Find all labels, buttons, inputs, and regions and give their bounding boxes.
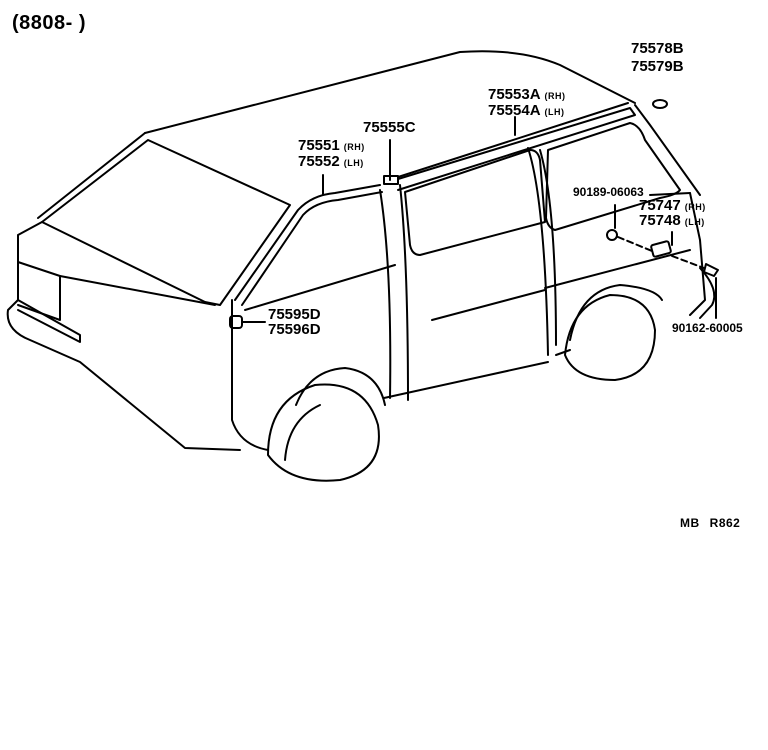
rear-lamp-lower (17, 299, 81, 343)
part-number: 75553A (488, 86, 541, 103)
quarter-molding-inner (241, 191, 383, 306)
part-label-75596d[interactable]: 75596D (268, 321, 321, 338)
reference-prefix: MB (680, 516, 700, 530)
leader-dash-clip (617, 236, 653, 252)
part-number: 75554A (488, 102, 541, 119)
roof-drip-inner (394, 102, 629, 179)
rocker-panel-2 (555, 349, 571, 356)
part-number: 75551 (298, 137, 340, 154)
sliding-door-front (399, 184, 409, 401)
rear-tire (267, 383, 380, 482)
reference-number: R862 (709, 516, 741, 530)
side-lh: (LH) (684, 217, 705, 227)
part-number: 75595D (268, 306, 321, 323)
side-lh: (LH) (544, 107, 565, 117)
part-number: 90189-06063 (573, 185, 644, 199)
garnish-part (650, 240, 672, 258)
screw-part (703, 263, 719, 277)
roof-drip-molding (384, 107, 636, 191)
part-label-75555c[interactable]: 75555C (363, 119, 416, 136)
rear-quarter-panel (231, 299, 269, 451)
part-number: 75596D (268, 321, 321, 338)
roof-outline (144, 50, 636, 134)
part-number: 75552 (298, 153, 340, 170)
part-label-90189-06063[interactable]: 90189-06063 (573, 184, 644, 201)
door-window (404, 149, 546, 256)
reference-code: MB R862 (680, 516, 740, 530)
door-rear-edge-2 (539, 149, 557, 346)
part-label-75553a[interactable]: 75553A(RH) (488, 86, 566, 105)
front-lower (649, 192, 691, 196)
sliding-door-rear (379, 189, 392, 399)
leader-dash-screw (671, 255, 705, 269)
door-rear-edge (527, 147, 549, 356)
roof-side-edge (37, 132, 146, 219)
rear-tire-sidewall (284, 404, 321, 461)
rear-corner (59, 275, 216, 306)
part-label-75551[interactable]: 75551(RH) (298, 137, 365, 156)
side-lh: (LH) (343, 158, 364, 168)
body-line-2 (544, 249, 691, 289)
rocker-panel (383, 361, 549, 399)
part-number: 75747 (639, 197, 681, 214)
part-label-75579b[interactable]: 75579B (631, 58, 684, 75)
roof-emblem-part (652, 99, 668, 109)
part-label-75748[interactable]: 75748(LH) (639, 212, 705, 231)
side-rh: (RH) (684, 202, 706, 212)
part-label-75552[interactable]: 75552(LH) (298, 153, 364, 172)
clip-part (606, 229, 618, 241)
a-pillar (634, 104, 701, 196)
part-number: 90162-60005 (672, 321, 743, 335)
front-tire (564, 294, 656, 381)
part-number: 75748 (639, 212, 681, 229)
side-rh: (RH) (343, 142, 365, 152)
part-label-75595d[interactable]: 75595D (268, 306, 321, 323)
quarter-molding (234, 184, 381, 301)
part-label-75554a[interactable]: 75554A(LH) (488, 102, 565, 121)
part-number: 75578B (631, 40, 684, 57)
body-line (431, 289, 546, 321)
part-number: 75579B (631, 58, 684, 75)
part-label-90162-60005[interactable]: 90162-60005 (672, 320, 743, 337)
body-beltline (244, 264, 396, 311)
date-code: (8808- ) (12, 12, 87, 34)
part-label-75747[interactable]: 75747(RH) (639, 197, 706, 216)
side-rh: (RH) (544, 91, 566, 101)
rear-panel (6, 221, 241, 451)
part-number: 75555C (363, 119, 416, 136)
part-label-75578b[interactable]: 75578B (631, 40, 684, 57)
